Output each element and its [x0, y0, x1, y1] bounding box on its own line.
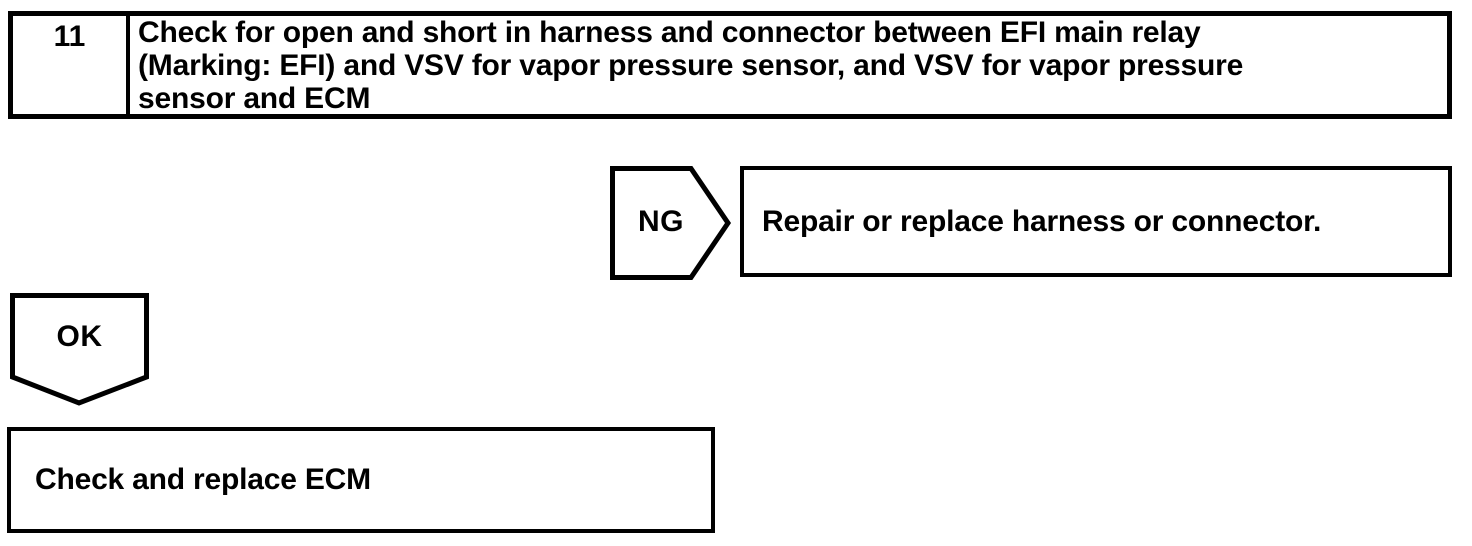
- step-box: 11 Check for open and short in harness a…: [8, 11, 1452, 119]
- ecm-action-text: Check and replace ECM: [35, 463, 371, 496]
- repair-action-box: Repair or replace harness or connector.: [740, 166, 1452, 277]
- ng-connector: NG: [610, 166, 732, 280]
- step-instruction-line-2: (Marking: EFI) and VSV for vapor pressur…: [138, 49, 1244, 82]
- repair-action-text: Repair or replace harness or connector.: [762, 204, 1322, 238]
- step-instruction-line-3: sensor and ECM: [138, 82, 371, 115]
- ng-label: NG: [638, 205, 684, 238]
- step-number: 11: [13, 16, 130, 114]
- ok-label: OK: [56, 320, 103, 353]
- ok-connector: OK: [10, 293, 152, 407]
- ok-pentagon-icon: [10, 293, 149, 406]
- step-instruction-line-1: Check for open and short in harness and …: [138, 16, 1201, 49]
- ng-pentagon-icon: [610, 166, 732, 280]
- ecm-action-box: Check and replace ECM: [7, 427, 715, 533]
- step-instruction: Check for open and short in harness and …: [130, 16, 1447, 115]
